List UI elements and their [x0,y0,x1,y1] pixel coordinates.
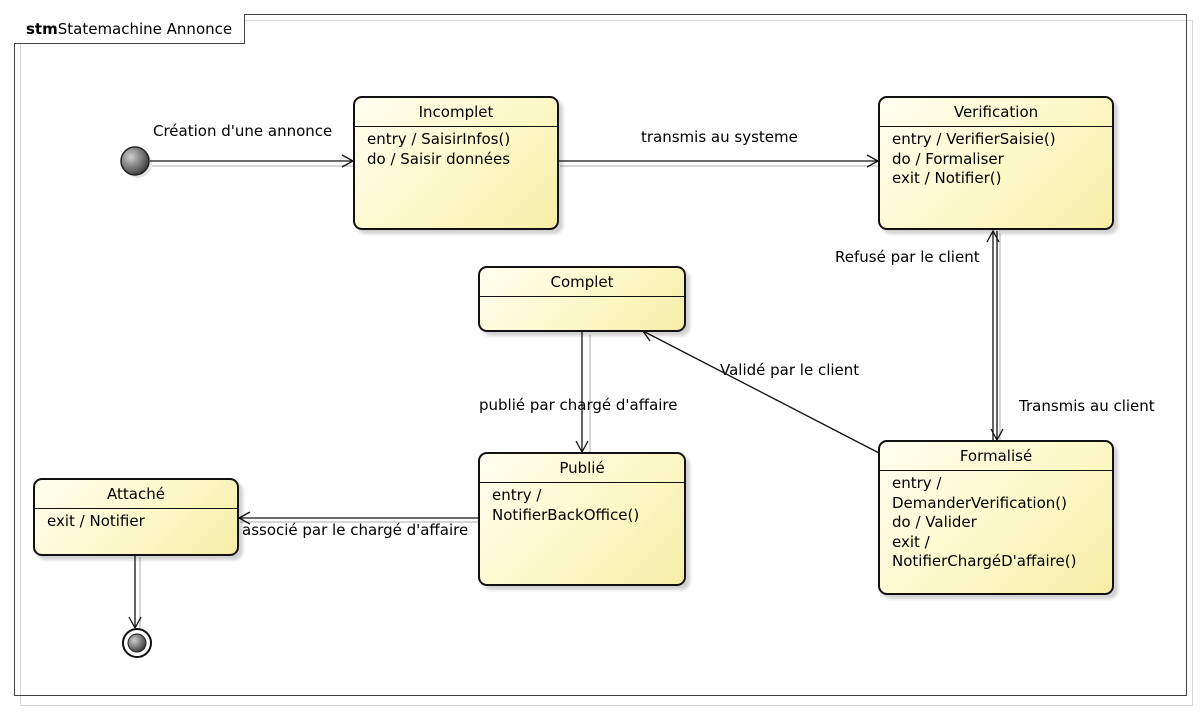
initial-node [120,146,150,176]
state-publie[interactable]: Publié entry / NotifierBackOffice() [478,452,686,586]
state-body: entry / DemanderVerification() do / Vali… [880,471,1112,575]
state-line: DemanderVerification() [892,493,1067,512]
label-refuse: Refusé par le client [835,248,980,266]
state-body: exit / Notifier [35,509,237,535]
state-title: Complet [480,268,684,297]
state-line: entry / [492,486,542,504]
state-line: exit / Notifier() [892,169,1002,187]
state-line: NotifierChargéD'affaire() [892,552,1077,570]
state-title: Attaché [35,480,237,509]
state-formalise[interactable]: Formalisé entry / DemanderVerification()… [878,440,1114,595]
label-transmis-client: Transmis au client [1019,397,1155,415]
label-transmis-systeme: transmis au systeme [641,128,798,146]
label-valide: Validé par le client [720,361,860,379]
diagram-frame [14,14,1187,696]
state-line: do / Valider [892,513,977,531]
frame-name: Statemachine Annonce [57,20,233,38]
state-body: entry / VerifierSaisie() do / Formaliser… [880,127,1112,192]
state-line: exit / Notifier [47,512,145,530]
state-complet[interactable]: Complet [478,266,686,332]
edge-valide [642,330,880,454]
state-line: do / Formaliser [892,149,1004,168]
state-title: Incomplet [355,98,557,127]
state-body: entry / SaisirInfos() do / Saisir donnée… [355,127,557,172]
final-node-inner [127,633,147,653]
state-line: entry / VerifierSaisie() [892,130,1056,148]
state-line: entry / SaisirInfos() [367,130,511,148]
arrowhead [237,511,251,525]
state-verification[interactable]: Verification entry / VerifierSaisie() do… [878,96,1114,230]
state-title: Verification [880,98,1112,127]
state-attache[interactable]: Attaché exit / Notifier [33,478,239,556]
state-body: entry / NotifierBackOffice() [480,483,684,528]
frame-shadow [20,20,1193,706]
frame-keyword: stm [26,20,58,38]
arrowhead [128,616,142,630]
frame-tab: stmStatemachine Annonce [14,14,246,44]
state-incomplet[interactable]: Incomplet entry / SaisirInfos() do / Sai… [353,96,559,230]
state-title: Publié [480,454,684,483]
state-line: NotifierBackOffice() [492,505,640,524]
state-line: exit / [892,532,930,551]
state-title: Formalisé [880,442,1112,471]
state-line: do / Saisir données [367,149,511,168]
label-associe: associé par le chargé d'affaire [242,521,469,539]
state-line: entry / [892,474,942,492]
label-creation: Création d'une annonce [153,122,333,140]
label-publie-par: publié par chargé d'affaire [479,396,678,414]
